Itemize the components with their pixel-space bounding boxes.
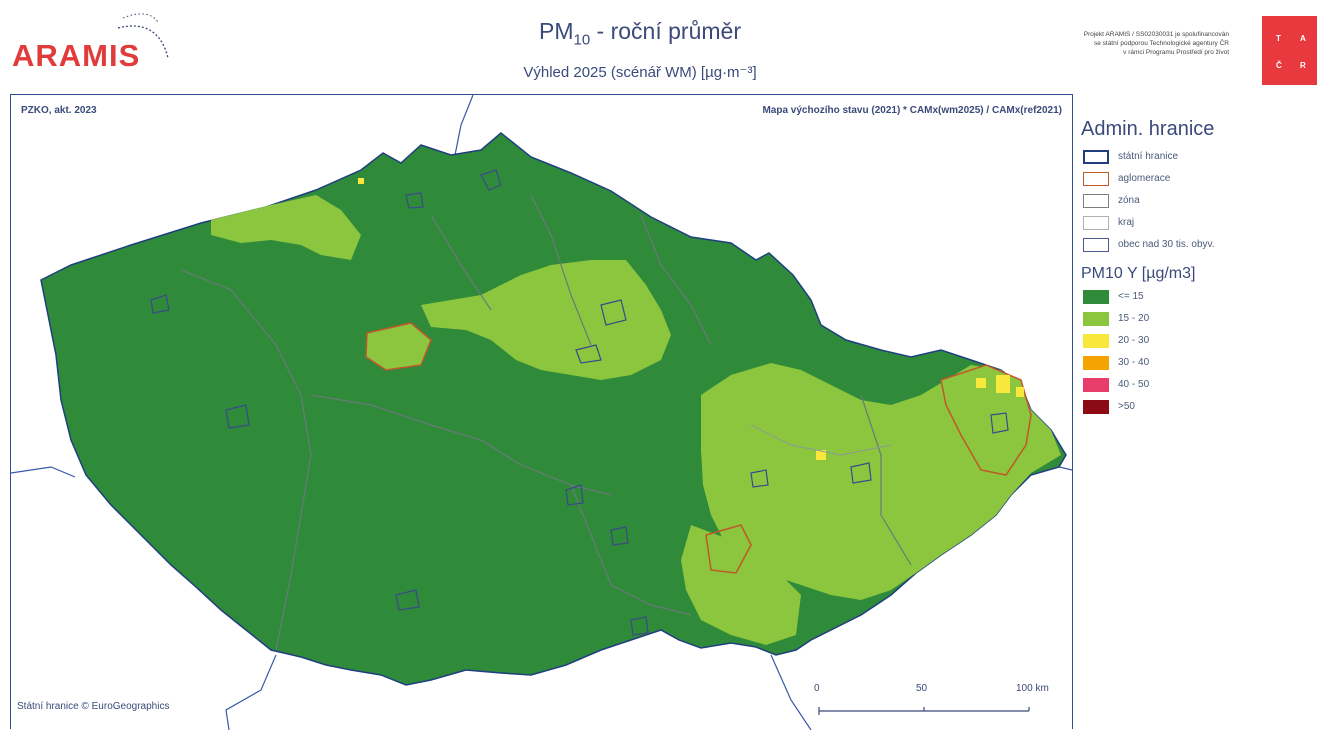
map-subtitle: Výhled 2025 (scénář WM) [µg·m⁻³] bbox=[523, 64, 757, 81]
legend-item-40-50: 40 - 50 bbox=[1081, 375, 1311, 397]
legend-item-20-30: 20 - 30 bbox=[1081, 331, 1311, 353]
tacr-logo: T A Č R bbox=[1262, 16, 1317, 85]
zone-brno bbox=[705, 524, 752, 574]
zone-labe bbox=[421, 260, 671, 380]
legend: Admin. hranice státní hranice aglomerace… bbox=[1081, 118, 1311, 419]
legend-swatch bbox=[1083, 378, 1109, 392]
legend-item-obec: obec nad 30 tis. obyv. bbox=[1081, 235, 1311, 257]
zone-north bbox=[211, 195, 361, 260]
project-note: Projekt ARAMIS / SS02030031 je spolufina… bbox=[1083, 31, 1229, 56]
map-title: PM10 - roční průměr bbox=[538, 18, 741, 49]
aramis-logo: ARAMIS bbox=[8, 10, 178, 80]
legend-item-gt50: >50 bbox=[1081, 397, 1311, 419]
header: ARAMIS PM10 - roční průměr Výhled 2025 (… bbox=[0, 0, 1317, 94]
legend-swatch bbox=[1083, 290, 1109, 304]
legend-item-zona: zóna bbox=[1081, 191, 1311, 213]
legend-swatch bbox=[1083, 334, 1109, 348]
scale-label-100: 100 km bbox=[1016, 683, 1049, 694]
legend-swatch bbox=[1083, 400, 1109, 414]
scale-label-50: 50 bbox=[916, 683, 928, 694]
map-top-left-label: PZKO, akt. 2023 bbox=[21, 105, 97, 116]
copyright-text: Státní hranice © EuroGeographics bbox=[17, 701, 170, 712]
legend-swatch bbox=[1083, 216, 1109, 230]
legend-swatch bbox=[1083, 150, 1109, 164]
legend-item-le15: <= 15 bbox=[1081, 287, 1311, 309]
legend-swatch bbox=[1083, 356, 1109, 370]
zone-praha bbox=[365, 322, 432, 371]
map-panel: PZKO, akt. 2023 Mapa výchozího stavu (20… bbox=[10, 94, 1073, 730]
map-canvas bbox=[11, 95, 1072, 730]
logo-text: ARAMIS bbox=[12, 38, 141, 73]
legend-item-15-20: 15 - 20 bbox=[1081, 309, 1311, 331]
legend-swatch bbox=[1083, 194, 1109, 208]
scale-label-0: 0 bbox=[814, 683, 820, 694]
logo-arc-icon bbox=[117, 13, 169, 59]
legend-pm-title: PM10 Y [µg/m3] bbox=[1081, 265, 1196, 282]
zone-morava-south bbox=[681, 525, 801, 645]
legend-swatch bbox=[1083, 238, 1109, 252]
legend-swatch bbox=[1083, 312, 1109, 326]
legend-item-kraj: kraj bbox=[1081, 213, 1311, 235]
legend-swatch bbox=[1083, 172, 1109, 186]
legend-admin-title: Admin. hranice bbox=[1081, 118, 1215, 140]
legend-item-aglomerace: aglomerace bbox=[1081, 169, 1311, 191]
map-top-right-label: Mapa výchozího stavu (2021) * CAMx(wm202… bbox=[762, 105, 1062, 116]
legend-item-30-40: 30 - 40 bbox=[1081, 353, 1311, 375]
legend-item-statni-hranice: státní hranice bbox=[1081, 147, 1311, 169]
